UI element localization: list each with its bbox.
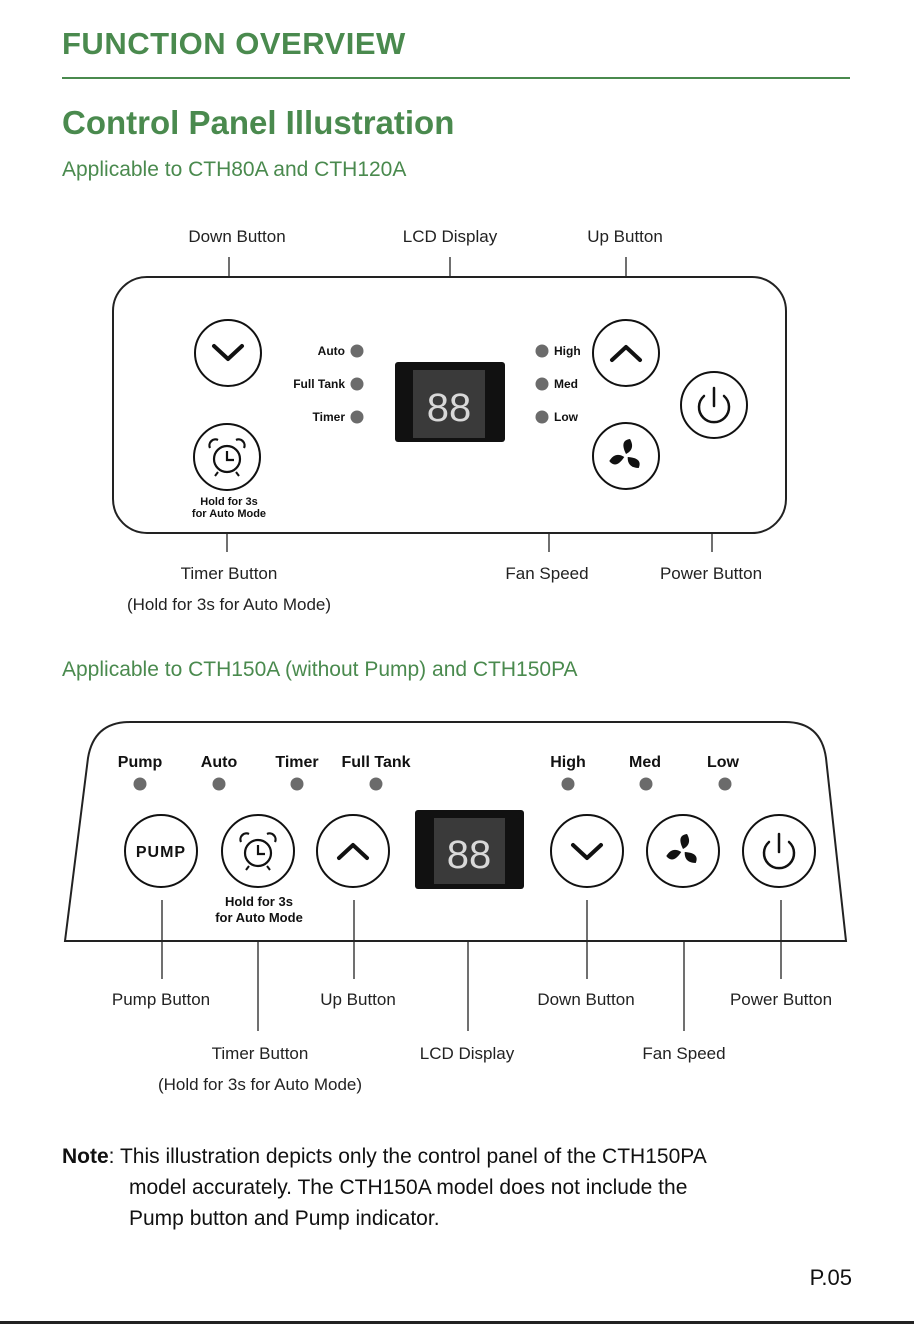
- panel2-indicator-label-high: High: [550, 754, 586, 771]
- section-title: Control Panel Illustration: [62, 104, 455, 141]
- panel1-up-label: Up Button: [587, 227, 663, 246]
- page-title: FUNCTION OVERVIEW: [62, 26, 406, 61]
- panel1-power-label: Power Button: [659, 564, 763, 583]
- panel2-up-button[interactable]: [316, 814, 390, 888]
- panel2-hold-text-2: for Auto Mode: [215, 910, 303, 925]
- panel1-up-button[interactable]: [592, 319, 660, 387]
- panel2-indicator-label-fulltank: Full Tank: [341, 754, 410, 771]
- pump-button-label: PUMP: [136, 844, 186, 861]
- panel2-illustration: Pump Auto Timer Full Tank High Med Low P…: [63, 721, 848, 1031]
- panel2-indicator-led-high: [561, 777, 575, 791]
- panel1-indicator-label-low: Low: [554, 410, 579, 424]
- panel1-heading: Applicable to CTH80A and CTH120A: [62, 158, 407, 181]
- note-label: Note: [62, 1145, 109, 1168]
- panel2-timer-label: Timer Button: [211, 1044, 309, 1063]
- panel2-power-button[interactable]: [742, 814, 816, 888]
- panel2-pump-button[interactable]: PUMP: [124, 814, 198, 888]
- chevron-up-icon: [337, 843, 369, 860]
- panel2-indicator-led-med: [639, 777, 653, 791]
- panel2-indicator-label-timer: Timer: [275, 754, 318, 771]
- panel1-indicator-label-fulltank: Full Tank: [293, 377, 345, 391]
- panel1-lcd-digits: 88: [427, 386, 472, 430]
- page-number: P.05: [809, 1265, 852, 1290]
- panel2-pump-label: Pump Button: [111, 990, 211, 1009]
- panel1-fan-button[interactable]: [592, 422, 660, 490]
- fan-icon: [609, 439, 640, 468]
- panel1-indicator-led-high: [535, 344, 549, 358]
- panel2-lcd-label: LCD Display: [419, 1044, 515, 1063]
- panel2-indicator-label-auto: Auto: [201, 754, 238, 771]
- panel1-fan-label: Fan Speed: [505, 564, 589, 583]
- panel2-indicator-led-fulltank: [369, 777, 383, 791]
- footer-rule: [0, 1321, 914, 1324]
- panel1-hold-text-1: Hold for 3s: [200, 496, 257, 508]
- panel1-indicator-label-med: Med: [554, 377, 578, 391]
- panel1-indicator-led-low: [535, 410, 549, 424]
- panel1-timer-label: Timer Button: [180, 564, 278, 583]
- panel2-indicator-led-pump: [133, 777, 147, 791]
- panel2-indicator-led-low: [718, 777, 732, 791]
- alarm-clock-icon: [239, 832, 277, 871]
- chevron-down-icon: [571, 843, 603, 860]
- panel2-lcd-digits: 88: [447, 833, 492, 877]
- panel2-lcd-display: 88: [415, 810, 524, 889]
- panel2-down-button[interactable]: [550, 814, 624, 888]
- panel1-hold-text-2: for Auto Mode: [192, 508, 266, 520]
- panel1-lcd-display: 88: [395, 362, 505, 442]
- panel1-illustration: Hold for 3s for Auto Mode Auto Full Tank…: [112, 257, 787, 552]
- panel2-indicator-led-auto: [212, 777, 226, 791]
- panel1-lcd-label: LCD Display: [402, 227, 498, 246]
- panel2-timer-sublabel: (Hold for 3s for Auto Mode): [157, 1075, 363, 1094]
- panel1-indicator-led-med: [535, 377, 549, 391]
- chevron-down-icon: [212, 344, 244, 361]
- power-icon: [762, 832, 796, 870]
- panel2-heading: Applicable to CTH150A (without Pump) and…: [62, 658, 578, 681]
- panel1-indicator-label-high: High: [554, 344, 581, 358]
- panel2-fan-label: Fan Speed: [642, 1044, 726, 1063]
- panel2-indicator-label-pump: Pump: [118, 754, 163, 771]
- panel2-indicator-led-timer: [290, 777, 304, 791]
- panel2-timer-button[interactable]: [221, 814, 295, 888]
- panel1-indicator-led-timer: [350, 410, 364, 424]
- panel1-timer-sublabel: (Hold for 3s for Auto Mode): [126, 595, 332, 614]
- panel1-timer-button[interactable]: [193, 423, 261, 491]
- note-line-1: : This illustration depicts only the con…: [108, 1145, 707, 1168]
- panel2-indicator-label-low: Low: [707, 754, 740, 771]
- panel1-indicator-label-auto: Auto: [318, 344, 345, 358]
- panel2-indicator-label-med: Med: [629, 754, 661, 771]
- power-icon: [697, 386, 731, 424]
- panel1-power-button[interactable]: [680, 371, 748, 439]
- panel1-down-button[interactable]: [194, 319, 262, 387]
- panel2-up-label: Up Button: [320, 990, 396, 1009]
- panel2-fan-button[interactable]: [646, 814, 720, 888]
- fan-icon: [666, 834, 697, 863]
- panel2-down-label: Down Button: [537, 990, 635, 1009]
- alarm-clock-icon: [208, 438, 246, 477]
- title-divider: [62, 77, 850, 79]
- panel1-down-label: Down Button: [188, 227, 286, 246]
- chevron-up-icon: [610, 345, 642, 362]
- note-block: Note: This illustration depicts only the…: [62, 1141, 707, 1234]
- panel1-indicator-led-fulltank: [350, 377, 364, 391]
- note-line-3: Pump button and Pump indicator.: [129, 1207, 440, 1230]
- panel1-indicator-label-timer: Timer: [313, 410, 346, 424]
- panel1-indicator-led-auto: [350, 344, 364, 358]
- panel2-hold-text-1: Hold for 3s: [225, 894, 293, 909]
- note-line-2: model accurately. The CTH150A model does…: [129, 1176, 688, 1199]
- panel2-power-label: Power Button: [729, 990, 833, 1009]
